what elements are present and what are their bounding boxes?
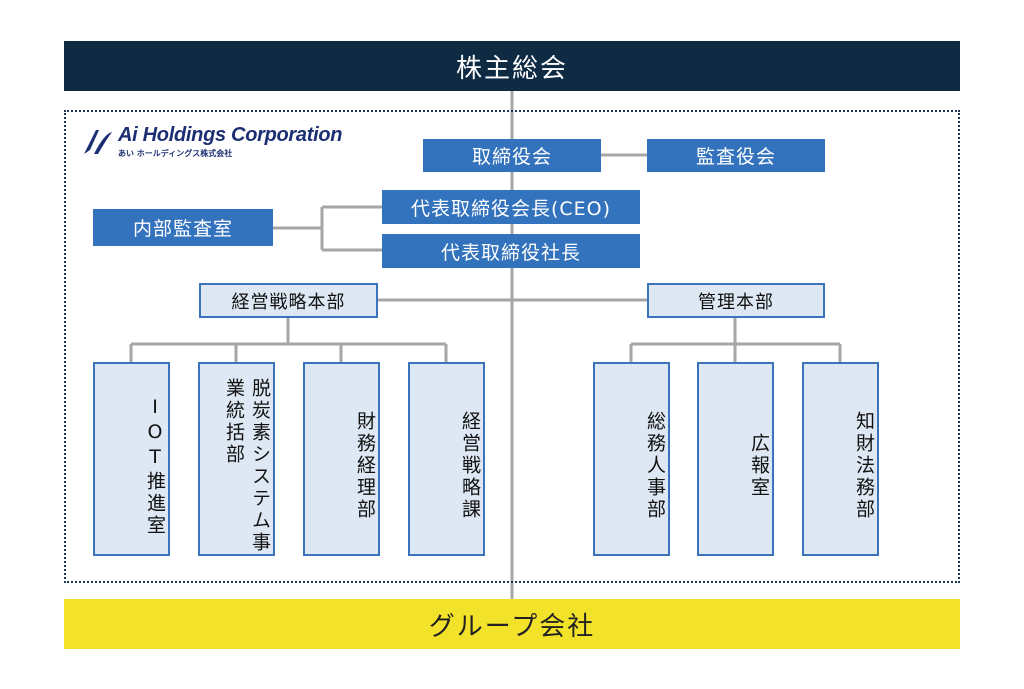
finance-accounting-box: 財務経理部 xyxy=(303,362,380,556)
iot-office-box: IOT推進室 xyxy=(93,362,170,556)
president-box: 代表取締役社長 xyxy=(382,234,640,268)
strategy-section-box: 経営戦略課 xyxy=(408,362,485,556)
board-of-directors-box: 取締役会 xyxy=(423,139,601,172)
strategy-hq-box: 経営戦略本部 xyxy=(199,283,378,318)
board-of-auditors-box: 監査役会 xyxy=(647,139,825,172)
general-affairs-hr-box: 総務人事部 xyxy=(593,362,670,556)
company-logo: Ai Holdings Corporation あい ホールディングス株式会社 xyxy=(82,124,343,162)
group-companies-band: グループ会社 xyxy=(64,599,960,649)
admin-hq-box: 管理本部 xyxy=(647,283,825,318)
company-boundary xyxy=(64,110,960,583)
public-relations-box: 広報室 xyxy=(697,362,774,556)
internal-audit-box: 内部監査室 xyxy=(93,209,273,246)
ip-legal-box: 知財法務部 xyxy=(802,362,879,556)
decarbonization-division-box: 脱炭素システム事業統括部 xyxy=(198,362,275,556)
logo-subname: あい ホールディングス株式会社 xyxy=(118,149,233,158)
shareholders-meeting-band: 株主総会 xyxy=(64,41,960,91)
logo-name: Ai Holdings Corporation xyxy=(118,124,343,146)
chairman-ceo-box: 代表取締役会長(CEO) xyxy=(382,190,640,224)
logo-mark-icon xyxy=(84,130,112,154)
